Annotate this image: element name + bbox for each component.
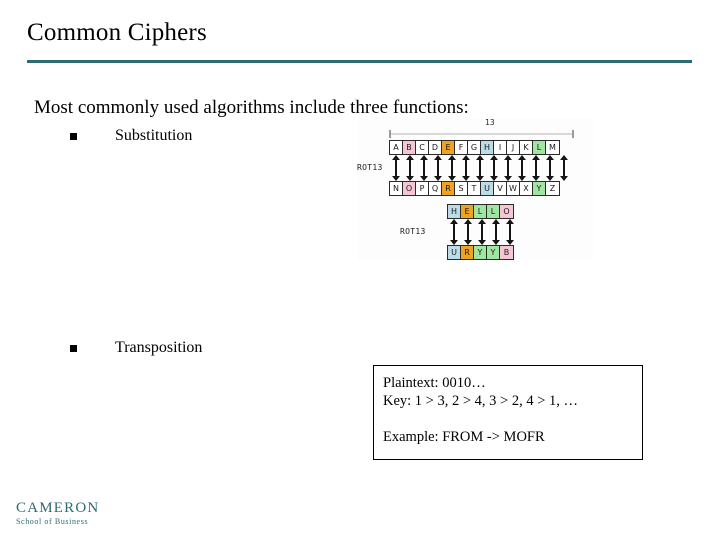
key-line: Key: 1 > 3, 2 > 4, 3 > 2, 4 > 1, … — [383, 393, 579, 409]
letter-cell: D — [429, 141, 442, 154]
transposition-example-box: Plaintext: 0010… Key: 1 > 3, 2 > 4, 3 > … — [373, 365, 643, 460]
double-arrow-icon — [557, 155, 571, 181]
double-arrow-icon — [475, 219, 489, 245]
double-arrow-icon — [473, 155, 487, 181]
title-divider — [27, 60, 692, 63]
double-arrow-icon — [461, 219, 475, 245]
rot13-label-word: ROT13 — [400, 227, 426, 236]
letter-cell: O — [403, 182, 416, 195]
letter-cell: L — [533, 141, 546, 154]
rot13-span-bracket — [389, 130, 574, 138]
double-arrow-icon — [489, 219, 503, 245]
letter-cell: L — [474, 205, 487, 218]
double-arrow-icon — [503, 219, 517, 245]
bullet-square-icon — [70, 132, 77, 140]
double-arrow-icon — [459, 155, 473, 181]
double-arrow-icon — [501, 155, 515, 181]
letter-cell: S — [455, 182, 468, 195]
double-arrow-icon — [403, 155, 417, 181]
letter-cell: U — [481, 182, 494, 195]
bullet-item-transposition: Transposition — [70, 338, 202, 358]
rot13-label-alphabet: ROT13 — [357, 163, 383, 172]
example-line: Example: FROM -> MOFR — [383, 429, 545, 445]
letter-cell: U — [448, 246, 461, 259]
bullet-item-label: Transposition — [115, 339, 203, 356]
double-arrow-icon — [389, 155, 403, 181]
letter-cell: T — [468, 182, 481, 195]
letter-cell: R — [461, 246, 474, 259]
letter-cell: C — [416, 141, 429, 154]
plaintext-line: Plaintext: 0010… — [383, 375, 486, 391]
letter-cell: A — [390, 141, 403, 154]
double-arrow-icon — [487, 155, 501, 181]
letter-cell: P — [416, 182, 429, 195]
rot13-arrow-band-word — [447, 219, 520, 245]
letter-cell: O — [500, 205, 513, 218]
rot13-arrow-band-alphabet — [389, 155, 576, 181]
double-arrow-icon — [431, 155, 445, 181]
letter-cell: Y — [533, 182, 546, 195]
letter-cell: B — [403, 141, 416, 154]
letter-cell: H — [481, 141, 494, 154]
letter-cell: I — [494, 141, 507, 154]
letter-cell: Z — [546, 182, 559, 195]
page-title: Common Ciphers — [27, 19, 207, 46]
rot13-shift-label: 13 — [485, 118, 495, 127]
letter-cell: Q — [429, 182, 442, 195]
double-arrow-icon — [417, 155, 431, 181]
letter-cell: H — [448, 205, 461, 218]
letter-cell: Y — [487, 246, 500, 259]
cameron-school-of-business-logo: CAMERON School of Business — [16, 500, 99, 527]
logo-secondary-text: School of Business — [16, 517, 89, 526]
lead-paragraph: Most commonly used algorithms include th… — [34, 97, 469, 118]
bullet-item-substitution: Substitution — [70, 126, 192, 146]
double-arrow-icon — [529, 155, 543, 181]
letter-cell: K — [520, 141, 533, 154]
letter-cell: J — [507, 141, 520, 154]
letter-cell: M — [546, 141, 559, 154]
letter-cell: W — [507, 182, 520, 195]
letter-cell: N — [390, 182, 403, 195]
letter-cell: G — [468, 141, 481, 154]
letter-cell: X — [520, 182, 533, 195]
letter-cell: V — [494, 182, 507, 195]
letter-cell: B — [500, 246, 513, 259]
double-arrow-icon — [447, 219, 461, 245]
bullet-square-icon — [70, 344, 77, 352]
letter-cell: E — [442, 141, 455, 154]
letter-cell: L — [487, 205, 500, 218]
double-arrow-icon — [543, 155, 557, 181]
double-arrow-icon — [515, 155, 529, 181]
letter-cell: F — [455, 141, 468, 154]
letter-cell: E — [461, 205, 474, 218]
letter-cell: R — [442, 182, 455, 195]
bullet-item-label: Substitution — [115, 127, 193, 144]
double-arrow-icon — [445, 155, 459, 181]
logo-primary-text: CAMERON — [16, 500, 100, 516]
letter-cell: Y — [474, 246, 487, 259]
